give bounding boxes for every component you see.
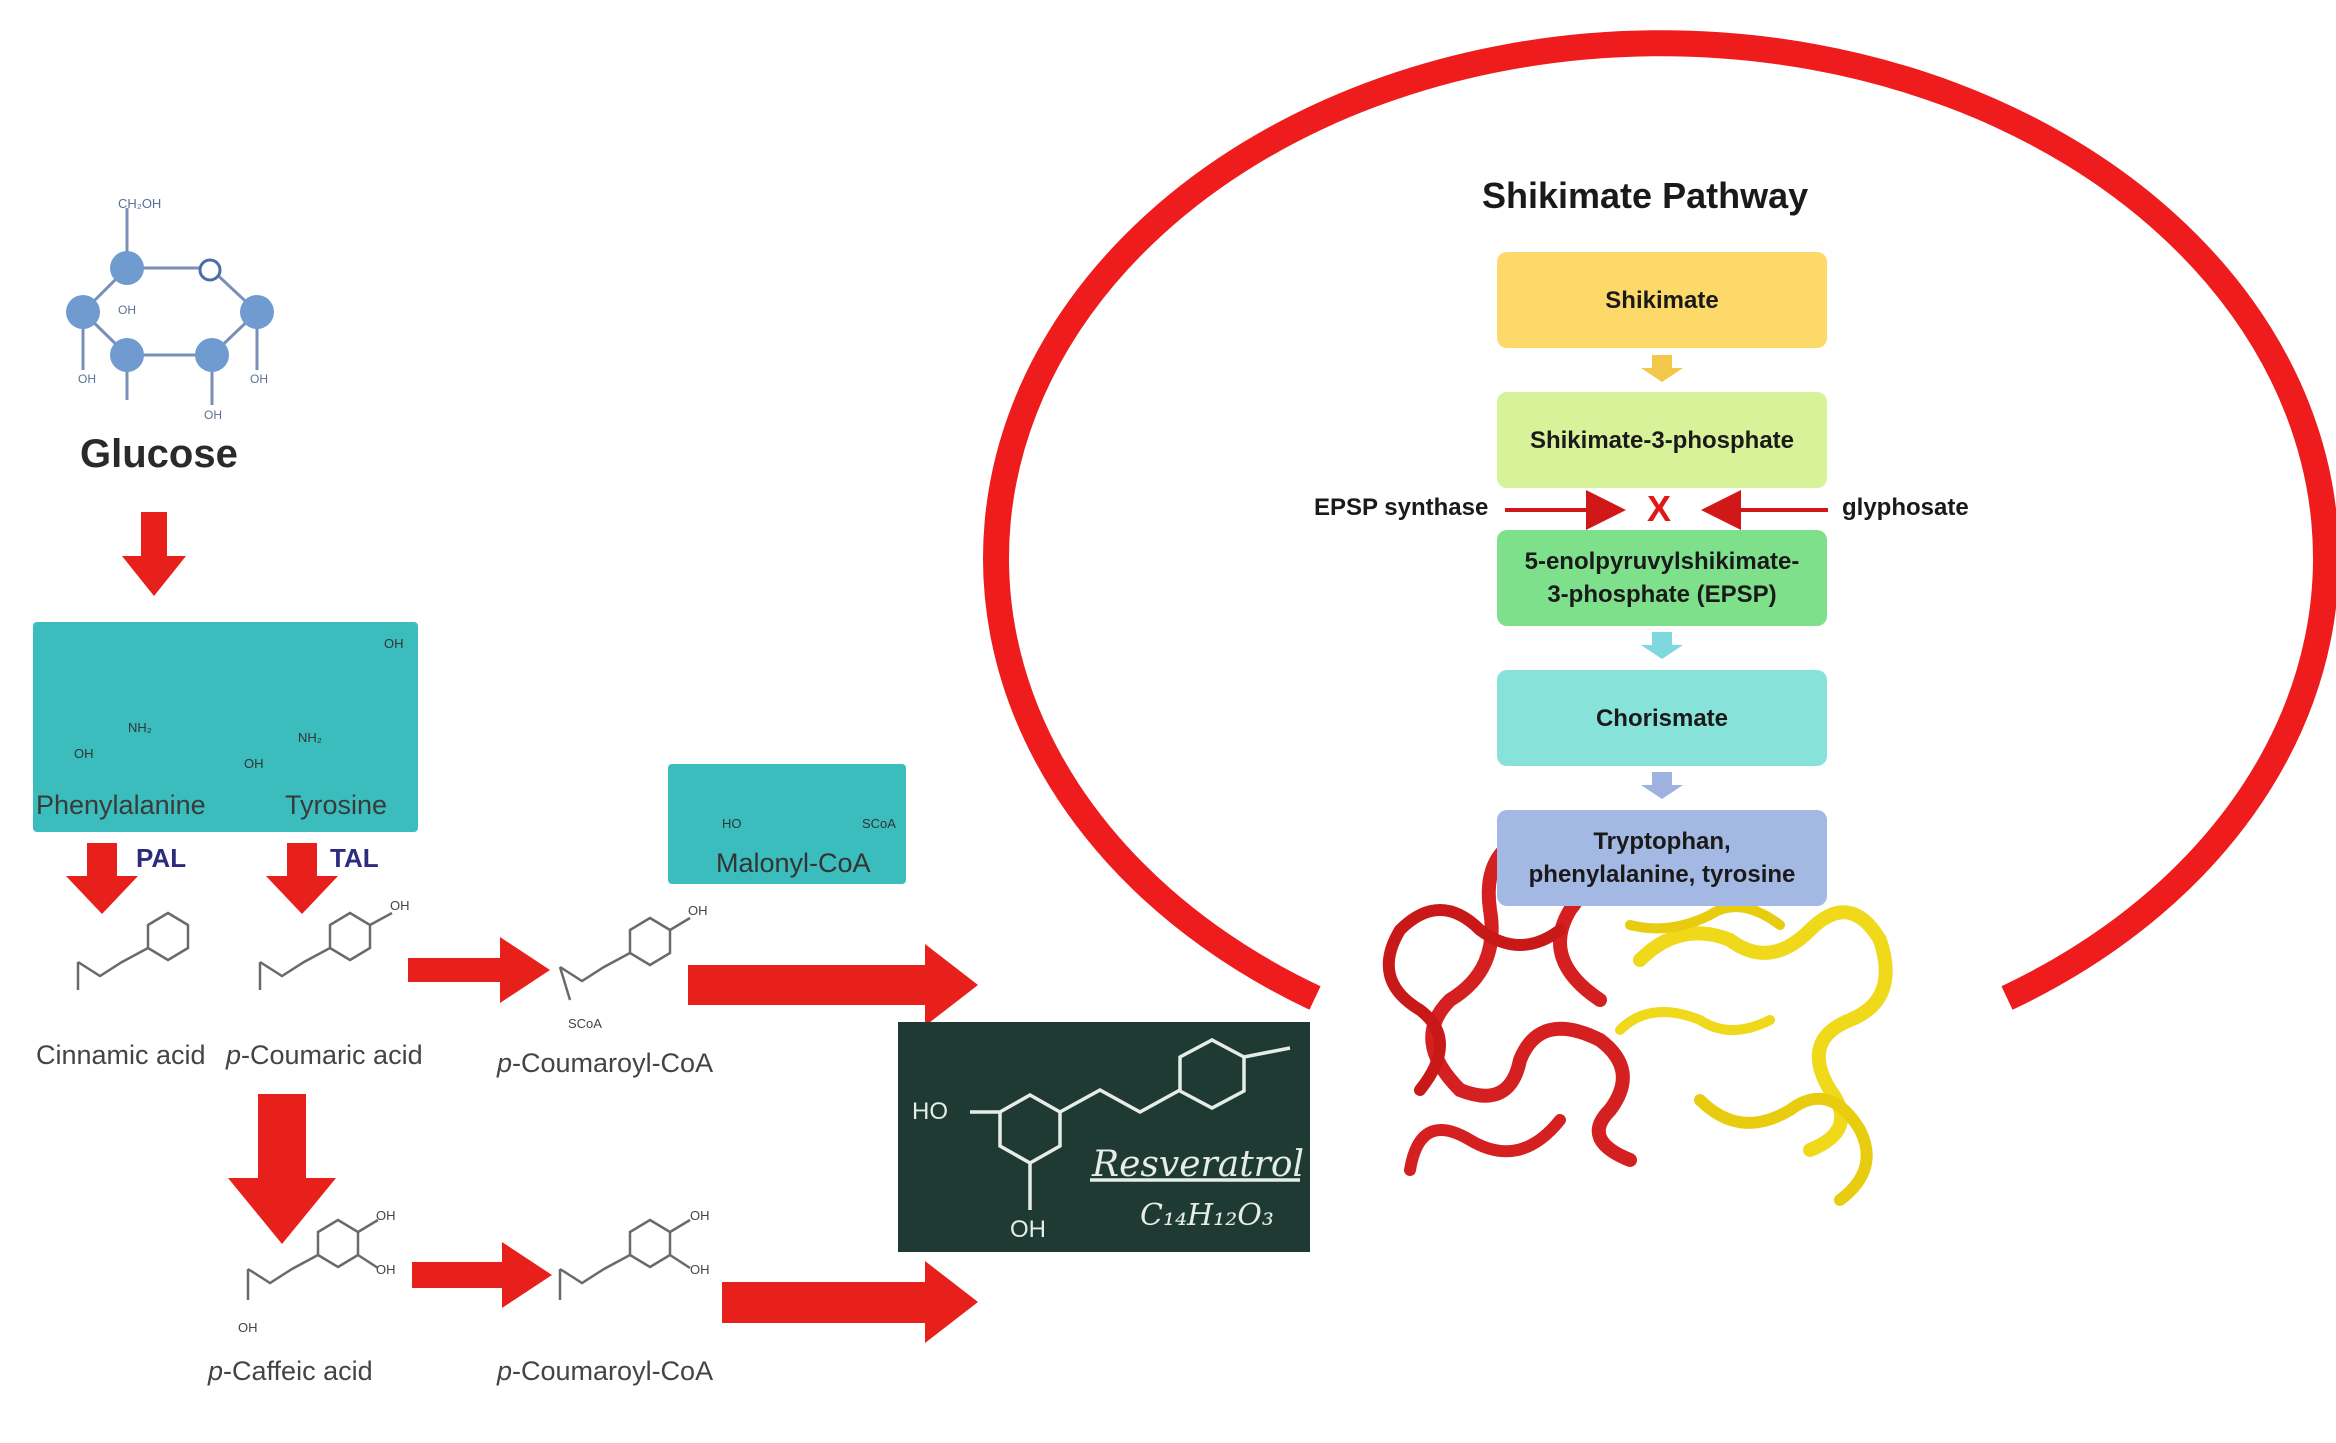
p-prefix: p (497, 1356, 513, 1386)
malonyl-coa-box (668, 764, 906, 884)
glyphosate-label: glyphosate (1842, 494, 1969, 521)
p-caffeic-acid-label: p-Caffeic acid (208, 1356, 373, 1387)
phe-nh2: NH₂ (128, 720, 152, 735)
step-line-2: phenylalanine, tyrosine (1528, 861, 1796, 888)
phe-oh: OH (74, 746, 94, 761)
shikimate-step-arrow-1 (1641, 355, 1683, 382)
aromatic-amino-acid-box (33, 622, 418, 832)
malonyl-scoa: SCoA (862, 816, 896, 831)
enzyme-tal: TAL (330, 843, 379, 873)
shikimate-step-shikimate: Shikimate (1497, 252, 1827, 348)
p-prefix: p (497, 1048, 513, 1078)
coumaroyl-oh: OH (688, 903, 708, 918)
shikimate-step-chorismate: Chorismate (1497, 670, 1827, 766)
arrow-glucose-down (122, 512, 186, 596)
coumaroyl-lower-oh-1: OH (690, 1208, 710, 1223)
arrow-caffeic-to-coa (412, 1242, 552, 1308)
p-coumaric-acid-label: p-Coumaric acid (226, 1040, 423, 1071)
resveratrol-oh: OH (1010, 1216, 1046, 1243)
p-caffeic-acid-name: -Caffeic acid (223, 1356, 373, 1386)
malonyl-ho: HO (722, 816, 742, 831)
shikimate-step-aromatic-amino-acids: Tryptophan, phenylalanine, tyrosine (1497, 810, 1827, 906)
arrow-pal (66, 843, 138, 914)
arrow-coumaric-to-caffeic (228, 1094, 336, 1244)
coumaric-oh: OH (390, 898, 410, 913)
step-line: Tryptophan, (1593, 828, 1731, 855)
resveratrol-formula: C₁₄H₁₂O₃ (1140, 1198, 1274, 1233)
resveratrol-chalkboard (898, 1022, 1310, 1252)
coumaroyl-scoa: SCoA (568, 1016, 602, 1031)
arrow-coa-to-resveratrol-upper (688, 944, 978, 1026)
step-line-2: 3-phosphate (EPSP) (1547, 581, 1777, 608)
glucose-oh-2: OH (78, 372, 96, 386)
glucose-ch2oh: CH₂OH (118, 196, 162, 211)
glucose-atoms (66, 251, 274, 372)
p-coumaroyl-coa-name-upper: -Coumaroyl-CoA (512, 1048, 714, 1078)
shikimate-step-arrow-3 (1641, 772, 1683, 799)
enzyme-pal: PAL (136, 843, 187, 873)
shikimate-step-arrow-2 (1641, 632, 1683, 659)
tyr-oh: OH (384, 636, 404, 651)
cinnamic-acid-label: Cinnamic acid (36, 1040, 206, 1070)
glucose-structure (81, 208, 259, 405)
resveratrol-ho: HO (912, 1098, 948, 1125)
epsp-synthase-label: EPSP synthase (1314, 494, 1489, 521)
arrow-coa-to-resveratrol-lower (722, 1261, 978, 1343)
malonyl-coa-label: Malonyl-CoA (716, 848, 871, 878)
resveratrol-structure (970, 1038, 1300, 1210)
shikimate-step-epsp: 5-enolpyruvylshikimate- 3-phosphate (EPS… (1497, 530, 1827, 626)
glucose-oh-3: OH (204, 408, 222, 422)
glucose-label: Glucose (80, 432, 238, 476)
shikimate-ellipse (983, 30, 2336, 1010)
arrow-coumaric-to-coa (408, 937, 550, 1003)
p-coumaroyl-coa-label-upper: p-Coumaroyl-CoA (497, 1048, 713, 1079)
p-coumaric-acid-name: -Coumaric acid (241, 1040, 423, 1070)
step-line: Shikimate (1605, 286, 1719, 314)
p-prefix: p (226, 1040, 242, 1070)
tyrosine-label: Tyrosine (285, 790, 388, 820)
block-mark: X (1647, 488, 1672, 529)
p-coumaroyl-coa-label-lower: p-Coumaroyl-CoA (497, 1356, 713, 1387)
p-prefix: p (208, 1356, 224, 1386)
glucose-oh-4: OH (250, 372, 268, 386)
phenylalanine-label: Phenylalanine (36, 790, 206, 820)
tyr-oh-acid: OH (244, 756, 264, 771)
shikimate-step-shikimate-3-phosphate: Shikimate-3-phosphate (1497, 392, 1827, 488)
arrow-tal (266, 843, 338, 914)
shikimate-title: Shikimate Pathway (1482, 175, 1809, 216)
caffeic-oh-2: OH (376, 1262, 396, 1277)
step-line: Shikimate-3-phosphate (1529, 426, 1795, 454)
resveratrol-name: Resveratrol (1092, 1144, 1305, 1185)
caffeic-oh-1: OH (376, 1208, 396, 1223)
step-line: 5-enolpyruvylshikimate- (1524, 548, 1800, 575)
coumaroyl-lower-oh-2: OH (690, 1262, 710, 1277)
glucose-oh-1: OH (118, 303, 136, 317)
tyr-nh2: NH₂ (298, 730, 322, 745)
step-line: Chorismate (1595, 704, 1729, 732)
p-coumaroyl-coa-name-lower: -Coumaroyl-CoA (512, 1356, 714, 1386)
caffeic-oh-3: OH (238, 1320, 258, 1335)
